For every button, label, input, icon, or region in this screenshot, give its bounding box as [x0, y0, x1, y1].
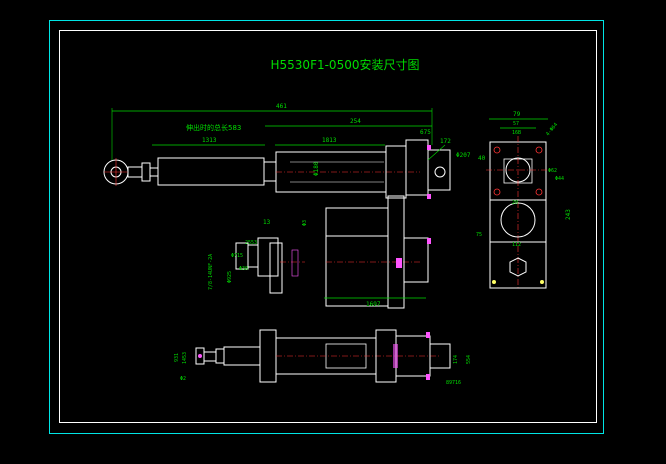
bottom-dim-d: 174: [453, 355, 459, 364]
dim-body: 1813: [322, 137, 337, 144]
dim-pin: Φ207: [456, 152, 471, 159]
dim-stroke: 254: [350, 118, 361, 125]
end-view: 79 57 16B 4-Φ64 Φ62 Φ44 20 75 243 112: [476, 111, 572, 290]
bottom-dim-f: 89716: [446, 380, 461, 386]
dim-flange-b: 172: [440, 138, 451, 145]
dim-pin2: 40: [478, 155, 486, 162]
end-dim-width: 79: [513, 111, 521, 118]
end-dim-mid: 20: [512, 200, 518, 206]
dim-extended-label: 伸出时的总长583: [186, 123, 241, 132]
drawing-title: H5530F1-0500安装尺寸图: [271, 57, 420, 72]
dim-total: 461: [276, 103, 287, 110]
end-dim-bolt: 4-Φ64: [545, 122, 559, 137]
bottom-view: 931 1453 Φ2 174 554 89716: [174, 329, 472, 386]
mid-view: 13 2553 7/8-14UNF-2A Φ715 Φ925 Φ30 Φ3 16…: [208, 195, 431, 309]
dim-rod: 1313: [202, 137, 217, 144]
mid-dim-base: 1697: [366, 301, 381, 308]
end-dim-plate: 112: [512, 242, 521, 248]
end-dim-center: Φ62: [548, 168, 557, 174]
bottom-dim-a: 931: [174, 353, 180, 362]
bottom-dim-e: 554: [466, 355, 472, 364]
end-dim-center2: Φ44: [555, 176, 564, 182]
top-view: 461 254 伸出时的总长583 1313 1813 675 172 Φ207…: [103, 103, 486, 199]
mid-dim-side: Φ3: [302, 220, 308, 226]
mid-dim-top: 13: [263, 219, 271, 226]
end-dim-hole: 16B: [512, 130, 521, 136]
end-dim-inner: 57: [513, 121, 519, 127]
bottom-dim-b: 1453: [182, 352, 188, 364]
end-dim-mid2: 75: [476, 232, 482, 238]
outer-border: [49, 20, 604, 434]
mid-dim-nut: Φ925: [227, 271, 233, 283]
mid-dim-plate: 2553: [245, 240, 257, 246]
dim-flange: 675: [420, 129, 431, 136]
mid-dim-bore: 7/8-14UNF-2A: [208, 254, 214, 290]
inner-border: [59, 30, 597, 423]
mid-dim-width: Φ30: [239, 266, 248, 272]
bottom-dim-c: Φ2: [180, 376, 186, 382]
mid-dim-rod-end: Φ715: [231, 253, 243, 259]
dim-tube: Φ180: [313, 161, 320, 176]
end-dim-height: 243: [565, 209, 572, 220]
